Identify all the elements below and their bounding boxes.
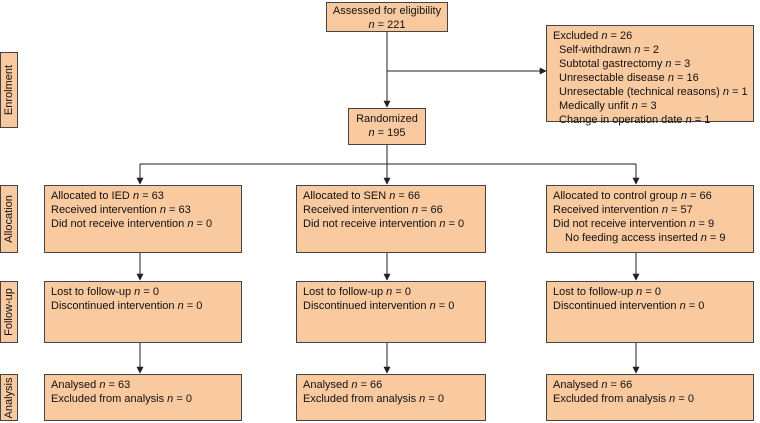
excluded-reason: Self-withdrawn n = 2 [559, 44, 659, 56]
analysis-line: Excluded from analysis n = 0 [303, 393, 444, 405]
excluded-reason: Unresectable (technical reasons) n = 1 [559, 86, 748, 98]
analysis-line: Excluded from analysis n = 0 [51, 393, 192, 405]
followup-line: Discontinued intervention n = 0 [553, 300, 705, 312]
stage-label-follow-up: Follow-up [0, 281, 18, 343]
assessed-count: n = 221 [368, 19, 406, 31]
excluded-reason: Change in operation date n = 1 [559, 114, 711, 126]
allocation-line: Did not receive intervention n = 0 [51, 218, 213, 230]
allocation-line: Received intervention n = 66 [303, 204, 443, 216]
analysis-box-sen: Analysed n = 66 Excluded from analysis n… [296, 374, 486, 421]
randomized-count: n = 195 [368, 127, 406, 139]
followup-line: Discontinued intervention n = 0 [303, 300, 455, 312]
stage-label-allocation: Allocation [0, 185, 18, 253]
analysis-box-control: Analysed n = 66 Excluded from analysis n… [546, 374, 754, 421]
analysis-line: Analysed n = 63 [51, 379, 131, 391]
allocation-line: Allocated to IED n = 63 [51, 190, 164, 202]
followup-box-sen: Lost to follow-up n = 0 Discontinued int… [296, 281, 486, 343]
allocation-line: Allocated to control group n = 66 [553, 190, 712, 202]
followup-box-ied: Lost to follow-up n = 0 Discontinued int… [44, 281, 242, 343]
allocation-line: Did not receive intervention n = 9 [553, 218, 715, 230]
excluded-reason: Unresectable disease n = 16 [559, 72, 699, 84]
followup-line: Lost to follow-up n = 0 [553, 286, 661, 298]
followup-line: Discontinued intervention n = 0 [51, 300, 203, 312]
allocation-line: Allocated to SEN n = 66 [303, 190, 421, 202]
allocation-box-ied: Allocated to IED n = 63 Received interve… [44, 185, 242, 253]
assessed-box: Assessed for eligibility n = 221 [326, 2, 448, 32]
randomized-box: Randomized n = 195 [348, 108, 426, 145]
allocation-line: No feeding access inserted n = 9 [565, 232, 726, 244]
excluded-title: Excluded n = 26 [553, 30, 633, 42]
allocation-box-control: Allocated to control group n = 66 Receiv… [546, 185, 754, 253]
excluded-reason: Medically unfit n = 3 [559, 100, 657, 112]
stage-label-enrolment: Enrolment [0, 52, 18, 128]
followup-line: Lost to follow-up n = 0 [303, 286, 411, 298]
followup-line: Lost to follow-up n = 0 [51, 286, 159, 298]
excluded-box: Excluded n = 26 Self-withdrawn n = 2 Sub… [546, 25, 754, 126]
analysis-line: Analysed n = 66 [553, 379, 633, 391]
analysis-line: Excluded from analysis n = 0 [553, 393, 694, 405]
excluded-reason: Subtotal gastrectomy n = 3 [559, 58, 691, 70]
allocation-line: Did not receive intervention n = 0 [303, 218, 465, 230]
allocation-line: Received intervention n = 57 [553, 204, 693, 216]
followup-box-control: Lost to follow-up n = 0 Discontinued int… [546, 281, 754, 343]
randomized-title: Randomized [356, 113, 418, 125]
analysis-box-ied: Analysed n = 63 Excluded from analysis n… [44, 374, 242, 421]
allocation-line: Received intervention n = 63 [51, 204, 191, 216]
allocation-box-sen: Allocated to SEN n = 66 Received interve… [296, 185, 486, 253]
stage-label-analysis: Analysis [0, 374, 18, 421]
analysis-line: Analysed n = 66 [303, 379, 383, 391]
assessed-title: Assessed for eligibility [332, 5, 442, 17]
